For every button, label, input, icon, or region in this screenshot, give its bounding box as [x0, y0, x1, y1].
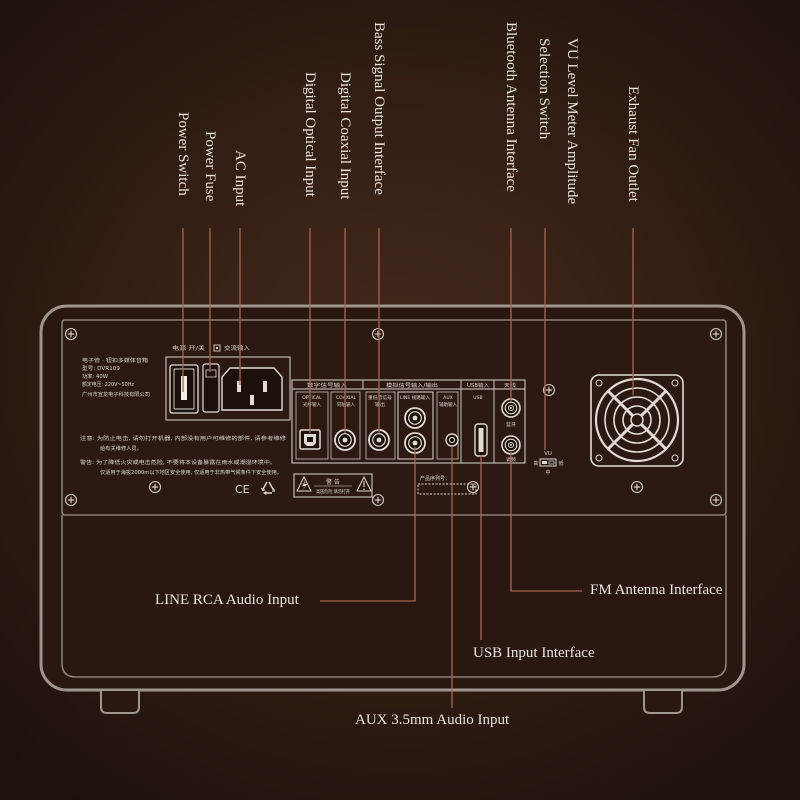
coaxial-label-cn: 同轴输入: [337, 401, 355, 408]
ac-inlet-socket: [221, 367, 283, 411]
warning-line: 警告: 为了降低火灾或电击危险, 不要将本设备暴露在雨水或潮湿环境中。: [80, 459, 276, 466]
model-info-line: 电子管 · 钮扣多媒体音箱: [82, 357, 148, 364]
notice-line: 给有关维修人员。: [100, 445, 142, 452]
power-switch-label: 电源 开/关: [172, 344, 206, 352]
leader-lines: [182, 228, 634, 708]
screw-icon: [630, 480, 644, 494]
leader-fm-antenna: [510, 452, 582, 592]
callout-digital-optical-input: Digital Optical Input: [302, 72, 318, 197]
aux-label: AUX: [443, 395, 453, 401]
exclamation-warning-icon: [356, 475, 372, 492]
serial-number-field: 产品序列号：: [417, 475, 477, 495]
bluetooth-antenna-label: 蓝牙: [506, 421, 516, 428]
callout-aux-input: AUX 3.5mm Audio Input: [355, 712, 510, 728]
leader-line-rca: [320, 447, 416, 602]
aux-label-cn: 辅助输入: [439, 401, 457, 408]
model-info-line: 额定电压: 220V~50Hz: [82, 381, 134, 388]
serial-number-label: 产品序列号：: [420, 475, 450, 482]
notice-line: 注意: 为防止电击, 请勿打开机器, 内部没有用户可维修的部件, 请参考维修: [80, 435, 286, 442]
lightning-warning-icon: [296, 475, 312, 492]
safety-notice: 注意: 为防止电击, 请勿打开机器, 内部没有用户可维修的部件, 请参考维修 给…: [80, 435, 286, 476]
io-panel: 数字信号输入 模拟信号输入/输出 USB输入 天线 OPTICAL 光纤输入 C…: [291, 379, 526, 464]
optical-label-cn: 光纤输入: [303, 401, 321, 408]
callout-digital-coaxial-input: Digital Coaxial Input: [337, 72, 353, 200]
screw-icon: [709, 493, 723, 507]
vu-selection-switch: VU 高 低 中: [533, 451, 563, 476]
screw-icon: [148, 480, 162, 494]
lower-panel: [61, 515, 727, 678]
aux-3-5mm-jack: [445, 433, 459, 447]
bass-output-label-cn: 输出: [375, 401, 385, 408]
warning-line: 仅适用于海拔2000m以下地区安全使用, 仅适用于非热带气候条件下安全使用。: [100, 469, 282, 476]
model-info-line: 型号: DVR109: [82, 365, 120, 372]
fuse-symbol-icon: [213, 344, 221, 352]
callout-fm-antenna: FM Antenna Interface: [590, 582, 723, 598]
ac-input-label: 交流输入: [224, 344, 251, 352]
digital-input-header: 数字信号输入: [307, 382, 347, 389]
callout-bass-signal-output: Bass Signal Output Interface: [371, 22, 387, 195]
bass-output-label: 重低音信号: [368, 394, 392, 401]
callout-selection-switch: Selection Switch: [536, 38, 552, 140]
optical-port: [299, 429, 321, 450]
line-input-label: LINE 线路输入: [400, 394, 430, 401]
rear-plate: [61, 319, 727, 516]
model-info: 电子管 · 钮扣多媒体音箱 型号: DVR109 功率: 40W 额定电压: 2…: [82, 357, 150, 398]
usb-port: [474, 423, 488, 457]
fuse-holder: [202, 363, 220, 413]
model-info-line: 广州市宣龙电子科技有限公司: [82, 391, 150, 398]
analog-io-header: 模拟信号输入/输出: [386, 382, 438, 389]
antenna-header: 天线: [504, 382, 516, 389]
fm-antenna-connector: [501, 435, 521, 455]
callout-vu-level-meter: VU Level Meter Amplitude: [564, 38, 580, 205]
warning-label-text: 高压危险 请勿打开: [316, 488, 350, 495]
screw-icon: [466, 480, 480, 494]
callout-bluetooth-antenna: Bluetooth Antenna Interface: [503, 22, 519, 192]
callout-exhaust-fan-outlet: Exhaust Fan Outlet: [625, 86, 641, 202]
usb-label: USB: [473, 395, 482, 401]
callout-power-fuse: Power Fuse: [202, 131, 218, 202]
callout-ac-input: AC Input: [232, 150, 248, 207]
exhaust-fan-grille: [590, 374, 684, 467]
foot-left: [100, 691, 140, 714]
ce-mark: CE: [235, 483, 250, 496]
warning-label-title: 警 告: [326, 478, 340, 486]
usb-input-header: USB输入: [467, 382, 489, 389]
screw-icon: [709, 327, 723, 341]
vu-switch-high: 高: [533, 460, 538, 467]
speaker-rear-housing: [39, 304, 746, 714]
vu-switch-mid: 中: [545, 469, 550, 476]
coaxial-label: COAXIAL: [336, 395, 357, 401]
callout-power-switch: Power Switch: [175, 112, 191, 196]
line-input-rca-jack: [404, 407, 426, 429]
screw-icon: [64, 327, 78, 341]
model-info-line: 功率: 40W: [82, 373, 108, 380]
high-voltage-warning-label: 警 告 高压危险 请勿打开: [293, 473, 373, 498]
screw-icon: [371, 493, 385, 507]
vu-switch-title: VU: [544, 451, 552, 457]
power-module: 电源 开/关 交流输入: [165, 344, 291, 421]
recycle-icon: [261, 481, 276, 495]
callout-line-rca-input: LINE RCA Audio Input: [155, 592, 299, 608]
screw-icon: [371, 327, 385, 341]
optical-label: OPTICAL: [302, 395, 322, 401]
foot-right: [643, 691, 683, 714]
screw-icon: [64, 493, 78, 507]
callout-usb-input: USB Input Interface: [473, 645, 595, 661]
vu-switch-low: 低: [558, 460, 563, 467]
